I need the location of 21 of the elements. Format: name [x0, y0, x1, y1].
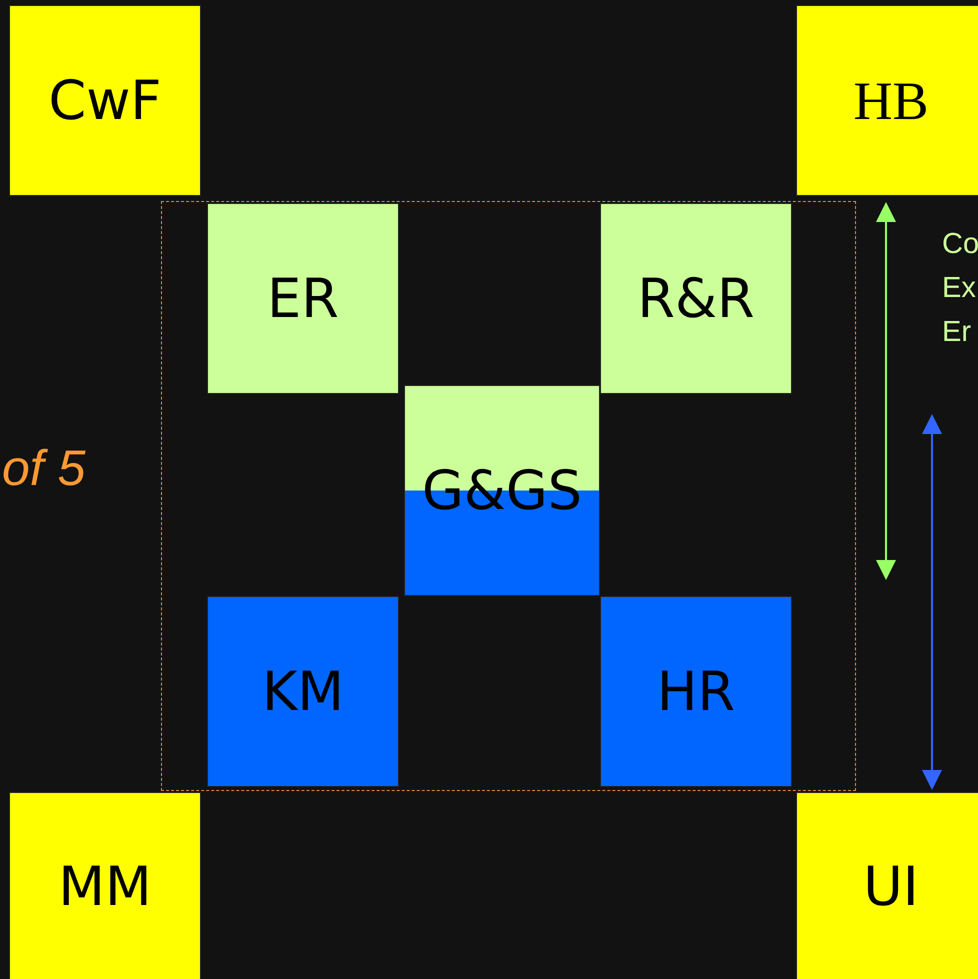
side-label: Er — [942, 315, 971, 350]
box-label: HB — [853, 74, 928, 128]
box-label: CwF — [48, 74, 162, 128]
label-box — [796, 792, 978, 979]
label-box — [207, 203, 399, 394]
side-label: Ex — [942, 271, 976, 306]
label-box — [600, 203, 792, 394]
box-label: HR — [656, 664, 736, 718]
label-box — [9, 5, 201, 196]
box-label: KM — [262, 664, 344, 718]
side-label: of 5 — [2, 439, 86, 498]
box-label: ER — [267, 272, 339, 326]
label-box — [207, 596, 399, 787]
box-label: MM — [58, 860, 152, 914]
side-label: Co — [942, 227, 978, 262]
label-box — [9, 792, 201, 979]
box-label: R&R — [637, 272, 755, 326]
box-label: UI — [863, 860, 919, 914]
label-box — [600, 596, 792, 787]
label-box — [796, 5, 978, 196]
dashed-frame — [161, 201, 856, 791]
